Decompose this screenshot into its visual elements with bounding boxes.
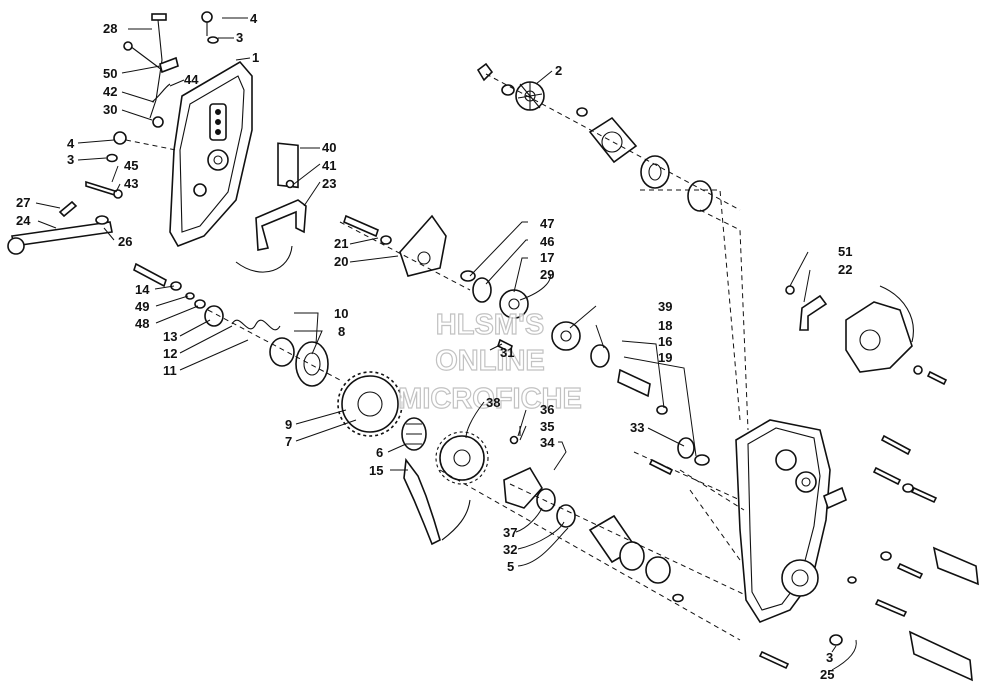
- callout-19: 19: [658, 350, 672, 365]
- callout-labels: 28 4 3 1 50 44 42 30 4 3 45 43 40 41 23 …: [16, 11, 852, 682]
- callout-38: 38: [486, 395, 500, 410]
- callout-15: 15: [369, 463, 383, 478]
- leader-lines: [35, 17, 857, 671]
- chaincase-housing: [633, 189, 979, 682]
- callout-30: 30: [103, 102, 117, 117]
- chaincase-cover-assembly: [7, 11, 307, 273]
- callout-40: 40: [322, 140, 336, 155]
- callout-25: 25: [820, 667, 834, 682]
- watermark-line3: MICROFICHE: [398, 383, 582, 415]
- callout-3-top: 3: [236, 30, 243, 45]
- callout-17: 17: [540, 250, 554, 265]
- callout-41: 41: [322, 158, 336, 173]
- callout-5: 5: [507, 559, 514, 574]
- callout-31: 31: [500, 345, 514, 360]
- callout-43: 43: [124, 176, 138, 191]
- callout-26: 26: [118, 234, 132, 249]
- watermark-line2: ONLINE: [435, 345, 545, 377]
- callout-16: 16: [658, 334, 672, 349]
- callout-35: 35: [540, 419, 554, 434]
- watermark-line1: HLSM'S: [436, 309, 544, 341]
- callout-10: 10: [334, 306, 348, 321]
- callout-46: 46: [540, 234, 554, 249]
- drive-gears-assembly: [133, 62, 757, 641]
- callout-37: 37: [503, 525, 517, 540]
- callout-45: 45: [124, 158, 138, 173]
- callout-14: 14: [135, 282, 150, 297]
- callout-20: 20: [334, 254, 348, 269]
- callout-29: 29: [540, 267, 554, 282]
- callout-39: 39: [658, 299, 672, 314]
- callout-33: 33: [630, 420, 644, 435]
- callout-24: 24: [16, 213, 31, 228]
- callout-3-left: 3: [67, 152, 74, 167]
- callout-7: 7: [285, 434, 292, 449]
- callout-47: 47: [540, 216, 554, 231]
- callout-4-left: 4: [67, 136, 75, 151]
- callout-12: 12: [163, 346, 177, 361]
- callout-21: 21: [334, 236, 348, 251]
- callout-3-bottom: 3: [826, 650, 833, 665]
- callout-42: 42: [103, 84, 117, 99]
- callout-51: 51: [838, 244, 852, 259]
- callout-34: 34: [540, 435, 555, 450]
- callout-6: 6: [376, 445, 383, 460]
- callout-8: 8: [338, 324, 345, 339]
- callout-23: 23: [322, 176, 336, 191]
- callout-2: 2: [555, 63, 562, 78]
- callout-27: 27: [16, 195, 30, 210]
- callout-32: 32: [503, 542, 517, 557]
- callout-9: 9: [285, 417, 292, 432]
- callout-22: 22: [838, 262, 852, 277]
- callout-1: 1: [252, 50, 259, 65]
- callout-13: 13: [163, 329, 177, 344]
- callout-50: 50: [103, 66, 117, 81]
- callout-28: 28: [103, 21, 117, 36]
- callout-44: 44: [184, 72, 199, 87]
- callout-48: 48: [135, 316, 149, 331]
- watermark: HLSM'S ONLINE MICROFICHE: [398, 308, 583, 415]
- callout-36: 36: [540, 402, 554, 417]
- callout-11: 11: [163, 363, 177, 378]
- callout-49: 49: [135, 299, 149, 314]
- callout-4-top: 4: [250, 11, 258, 26]
- callout-18: 18: [658, 318, 672, 333]
